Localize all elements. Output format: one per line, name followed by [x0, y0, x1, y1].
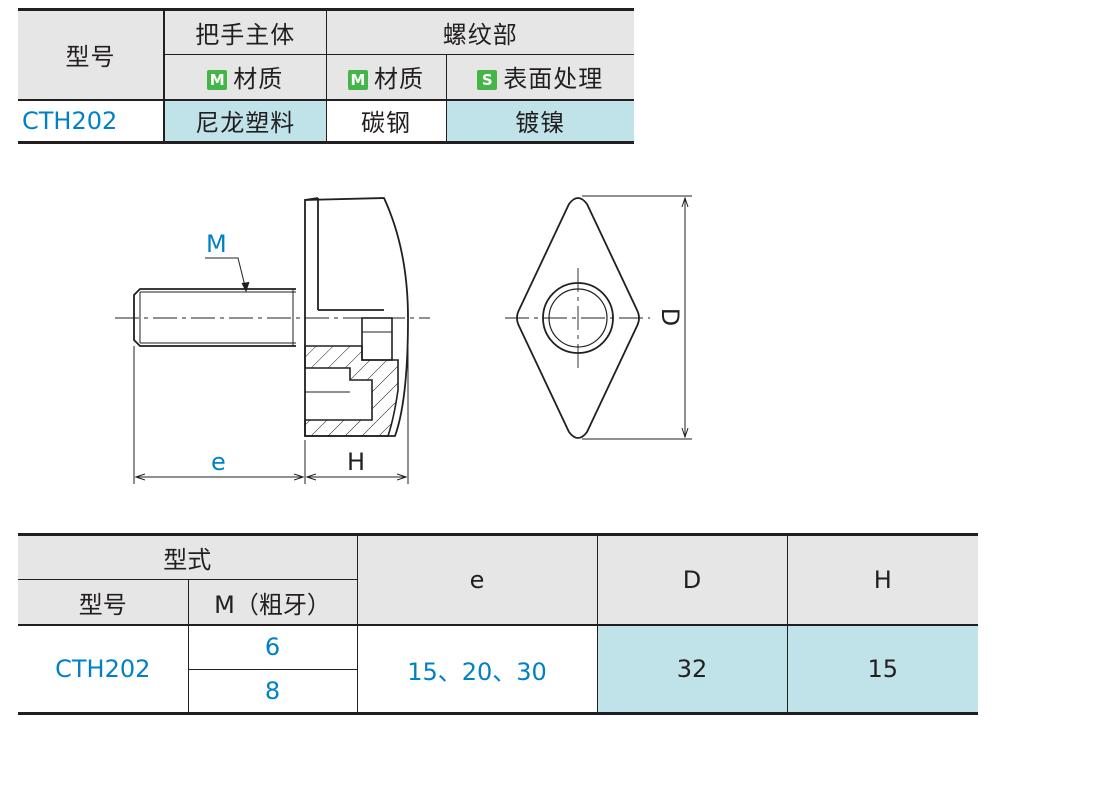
mat-header-material-label: 材质 [374, 65, 424, 94]
mat-row-model: CTH202 [18, 99, 165, 143]
diamond-outline [516, 197, 640, 439]
dim-header-model: 型号 [18, 579, 189, 627]
dimension-e [133, 346, 306, 484]
m-leader [205, 257, 250, 293]
dimension-d [582, 195, 692, 440]
dim-row-m-value: 8 [188, 669, 358, 714]
mat-header-surface-label: 表面处理 [503, 65, 604, 94]
mat-header-handle-body: 把手主体 [164, 9, 327, 55]
dim-row-d-value: 32 [597, 625, 788, 714]
dim-header-h: H [787, 534, 978, 626]
side-view [115, 197, 430, 437]
material-badge: M [348, 70, 368, 91]
dim-header-e: e [357, 534, 598, 626]
handle-body [304, 197, 409, 437]
dim-row-model: CTH202 [18, 625, 189, 714]
dim-row-h-value: 15 [787, 625, 978, 714]
dim-header-m-coarse: M（粗牙） [188, 579, 358, 627]
mat-header-thread-material: M 材质 [326, 54, 447, 101]
mat-row-surface-treatment: 镀镍 [446, 99, 634, 143]
dim-row-e-values: 15、20、30 [357, 625, 598, 714]
section-hatch [304, 345, 399, 437]
material-badge: M [207, 70, 228, 91]
label-h: H [347, 448, 365, 476]
hex-pocket [361, 317, 393, 361]
label-d: D [656, 308, 684, 326]
mat-header-material-label: 材质 [233, 65, 284, 94]
mat-header-model: 型号 [18, 9, 165, 101]
label-e: e [211, 448, 226, 476]
mat-row-handle-material: 尼龙塑料 [164, 99, 327, 143]
front-view [505, 197, 650, 439]
dim-row-m-value: 6 [188, 625, 358, 670]
dim-header-type: 型式 [18, 534, 358, 581]
label-m: M [206, 230, 227, 258]
mat-row-thread-material: 碳钢 [326, 99, 447, 143]
mat-header-thread-part: 螺纹部 [326, 9, 634, 55]
surface-badge: S [477, 70, 498, 91]
dimension-table: 型式 e D H 型号 M（粗牙） CTH202 6 15、20、30 32 1… [18, 533, 978, 715]
dimension-h [307, 330, 409, 484]
threaded-stud [133, 288, 296, 347]
dim-header-d: D [597, 534, 788, 626]
